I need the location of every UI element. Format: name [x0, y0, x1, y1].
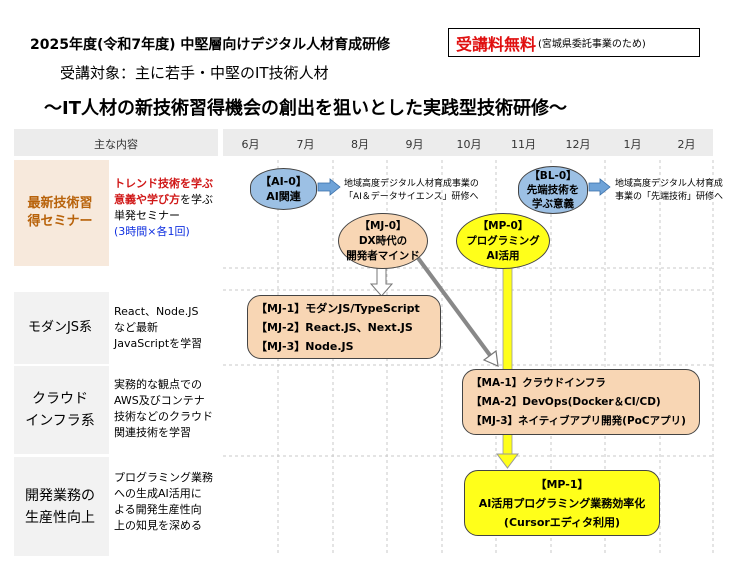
month-header: 8月 [351, 138, 369, 151]
course-bl0: 【BL-0】先端技術を学ぶ意義 [518, 166, 588, 214]
course-ai0-note: 地域高度デジタル人材育成事業の「AI＆データサイエンス」研修へ [344, 179, 479, 202]
row-label-cloud: クラウドインフラ系 [25, 391, 95, 429]
course-group-cloud: 【MA-1】クラウドインフラ【MA-2】DevOps(Docker＆CI/CD)… [462, 369, 700, 435]
month-header-bg [223, 129, 713, 156]
month-header: 6月 [241, 138, 260, 151]
row-gridlines [223, 267, 713, 457]
course-mp1: 【MP-1】AI活用プログラミング業務効率化(Cursorエディタ利用) [464, 470, 660, 536]
row-label-modern-js: モダンJS系 [27, 320, 93, 335]
page-subtitle: ～IT人材の新技術習得機会の創出を狙いとした実践型技術研修～ [44, 98, 567, 119]
course-bl0-note: 地域高度デジタル人材育成事業の「先端技術」研修へ [615, 179, 724, 202]
month-header: 12月 [565, 138, 591, 151]
row-label-seminar: 最新技術習得セミナー [27, 196, 93, 229]
badge-note: (宮城県委託事業のため) [538, 39, 646, 50]
free-tuition-badge: 受講料無料 (宮城県委託事業のため) [448, 28, 700, 57]
flow-arrows [317, 178, 611, 469]
content-column-header: 主な内容 [94, 138, 138, 151]
row-desc-productivity: プログラミング業務への生成AI活用による開発生産性向上の知見を深める [114, 471, 213, 532]
course-mj0: 【MJ-0】DX時代の開発者マインド [338, 213, 428, 269]
row2-label-bg [14, 292, 109, 364]
content-header-bg [14, 129, 218, 156]
target-audience: 受講対象：主に若手・中堅のIT技術人材 [60, 64, 329, 82]
course-group-modern-js: 【MJ-1】モダンJS/TypeScript【MJ-2】React.JS、Nex… [247, 295, 441, 359]
row-label-productivity: 開発業務の生産性向上 [25, 487, 95, 526]
month-header: 2月 [677, 138, 696, 151]
badge-main: 受講料無料 [456, 34, 537, 54]
month-header: 9月 [405, 138, 424, 151]
row-desc-seminar: トレンド技術を学ぶ意義や学び方を学ぶ単発セミナー (3時間×各1回) [114, 177, 213, 238]
month-header: 11月 [511, 138, 536, 151]
month-header: 7月 [296, 138, 315, 151]
row3-label-bg [14, 366, 109, 454]
page-title: 2025年度(令和7年度) 中堅層向けデジタル人材育成研修 [30, 37, 391, 53]
month-header: 10月 [456, 138, 482, 151]
row1-label-bg [14, 160, 109, 266]
row4-label-bg [14, 457, 109, 556]
month-header: 1月 [623, 138, 642, 151]
course-ai0: 【AI-0】AI関連 [250, 168, 317, 210]
